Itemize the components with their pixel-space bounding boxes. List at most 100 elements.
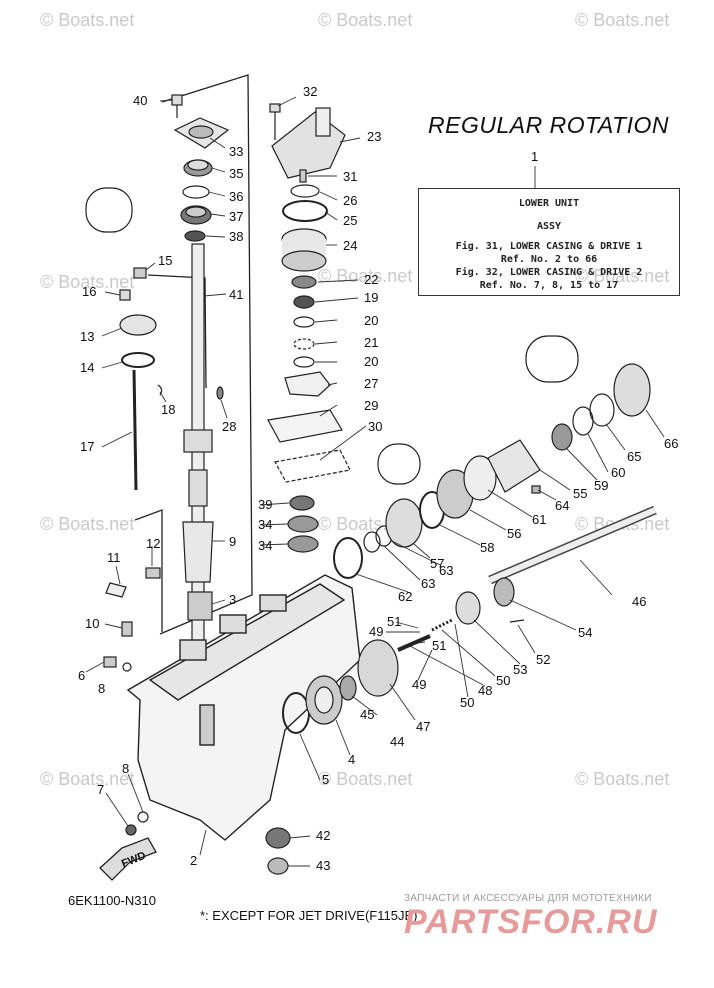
- callout-number[interactable]: 15: [158, 253, 173, 268]
- ref-box-line: Ref. No. 2 to 66: [500, 254, 598, 265]
- watermark: © Boats.net: [575, 769, 670, 789]
- callout-number[interactable]: 63: [439, 563, 454, 578]
- ref-box-line: Ref. No. 7, 8, 15 to 17: [479, 280, 619, 291]
- callout-number[interactable]: 64: [555, 498, 570, 513]
- watermark: © Boats.net: [318, 10, 413, 30]
- callout-number[interactable]: 3: [229, 592, 237, 607]
- callout-number[interactable]: 12: [146, 536, 161, 551]
- callout-number[interactable]: 20: [364, 354, 379, 369]
- callout-number[interactable]: 8: [98, 681, 106, 696]
- callout-number[interactable]: 57: [430, 556, 445, 571]
- callout-number[interactable]: 16: [82, 284, 97, 299]
- callout-number[interactable]: 46: [632, 594, 647, 609]
- callout-number[interactable]: 49: [369, 624, 384, 639]
- diagram-code: 6EK1100-N310: [68, 893, 156, 908]
- callout-number[interactable]: 23: [367, 129, 382, 144]
- callout-number[interactable]: 63: [421, 576, 436, 591]
- callout-number[interactable]: 56: [507, 526, 522, 541]
- callout-number[interactable]: 32: [303, 84, 318, 99]
- callout-number[interactable]: 33: [229, 144, 244, 159]
- callout-number[interactable]: 21: [364, 335, 379, 350]
- lower-casing: [126, 574, 361, 841]
- watermark: © Boats.net: [318, 769, 413, 789]
- callout-number[interactable]: 36: [229, 189, 244, 204]
- callout-number[interactable]: 10: [85, 616, 100, 631]
- callout-leader-lines: [85, 96, 665, 867]
- watermark: © Boats.net: [40, 514, 135, 534]
- callout-number[interactable]: 28: [222, 419, 237, 434]
- callout-number[interactable]: 51: [432, 638, 447, 653]
- callout-number[interactable]: 49: [412, 677, 427, 692]
- shop-logo[interactable]: PARTSFOR.RU: [404, 903, 658, 941]
- callout-number[interactable]: 19: [364, 290, 379, 305]
- callout-number[interactable]: 25: [343, 213, 358, 228]
- callout-number[interactable]: 55: [573, 486, 588, 501]
- callout-number[interactable]: 6: [78, 668, 86, 683]
- reference-box: LOWER UNIT ASSY Fig. 31, LOWER CASING & …: [418, 188, 680, 296]
- callout-number[interactable]: 7: [97, 782, 105, 797]
- callout-number[interactable]: 42: [316, 828, 331, 843]
- callout-number[interactable]: 53: [513, 662, 528, 677]
- callout-number[interactable]: 37: [229, 209, 244, 224]
- callout-number[interactable]: 50: [496, 673, 511, 688]
- callout-number[interactable]: 8: [122, 761, 130, 776]
- callout-number[interactable]: 29: [364, 398, 379, 413]
- callout-number[interactable]: 38: [229, 229, 244, 244]
- forward-arrow-stamp: [99, 837, 157, 881]
- callout-number[interactable]: 4: [348, 752, 356, 767]
- callout-number[interactable]: 59: [594, 478, 609, 493]
- footnote: *: EXCEPT FOR JET DRIVE(F115JB): [200, 908, 418, 923]
- gear-train-parts: [125, 363, 657, 875]
- callout-number[interactable]: 47: [416, 719, 431, 734]
- callout-number[interactable]: 54: [578, 625, 593, 640]
- callout-number[interactable]: 48: [478, 683, 493, 698]
- callout-number[interactable]: 52: [536, 652, 551, 667]
- callout-number[interactable]: 58: [480, 540, 495, 555]
- callout-number[interactable]: 30: [368, 419, 383, 434]
- callout-number[interactable]: 20: [364, 313, 379, 328]
- callout-number[interactable]: 31: [343, 169, 358, 184]
- callout-number[interactable]: 26: [343, 193, 358, 208]
- watermark: © Boats.net: [40, 10, 135, 30]
- callout-number[interactable]: 34: [258, 517, 273, 532]
- callout-number[interactable]: 22: [364, 272, 379, 287]
- watermark: © Boats.net: [575, 10, 670, 30]
- callout-number[interactable]: 50: [460, 695, 475, 710]
- callout-number[interactable]: 35: [229, 166, 244, 181]
- ref-box-line: Fig. 31, LOWER CASING & DRIVE 1: [455, 241, 643, 252]
- callout-number[interactable]: 65: [627, 449, 642, 464]
- callout-number[interactable]: 43: [316, 858, 331, 873]
- callout-number[interactable]: 45: [360, 707, 375, 722]
- callout-number[interactable]: 27: [364, 376, 379, 391]
- watermark: © Boats.net: [575, 266, 670, 286]
- callout-number[interactable]: 61: [532, 512, 547, 527]
- callout-number[interactable]: 39: [258, 497, 273, 512]
- callout-number[interactable]: 18: [161, 402, 176, 417]
- callout-number[interactable]: 51: [387, 614, 402, 629]
- ref-box-callout: 1: [531, 149, 539, 164]
- left-side-parts: [103, 267, 224, 672]
- callout-number[interactable]: 24: [343, 238, 358, 253]
- callout-number[interactable]: 44: [390, 734, 405, 749]
- callout-number[interactable]: 62: [398, 589, 413, 604]
- callout-number[interactable]: 14: [80, 360, 95, 375]
- watermark: © Boats.net: [40, 272, 135, 292]
- page-title: REGULAR ROTATION: [428, 112, 669, 138]
- callout-number[interactable]: 41: [229, 287, 244, 302]
- ref-box-line: Fig. 32, LOWER CASING & DRIVE 2: [455, 267, 643, 278]
- shop-tagline: ЗАПЧАСТИ И АКСЕССУАРЫ ДЛЯ МОТОТЕХНИКИ: [404, 893, 652, 904]
- detail-inset-markers: [85, 187, 579, 485]
- callout-number[interactable]: 2: [190, 853, 198, 868]
- callout-number[interactable]: 11: [107, 550, 121, 565]
- callout-number[interactable]: 17: [80, 439, 95, 454]
- callout-number[interactable]: 5: [322, 772, 330, 787]
- ref-box-name: LOWER UNIT: [518, 198, 580, 209]
- ref-box-sub: ASSY: [536, 221, 562, 232]
- callout-number[interactable]: 13: [80, 329, 95, 344]
- callout-number[interactable]: 9: [229, 534, 237, 549]
- callout-number[interactable]: 66: [664, 436, 679, 451]
- callout-number[interactable]: 60: [611, 465, 626, 480]
- callout-number[interactable]: 40: [133, 93, 148, 108]
- callout-number[interactable]: 34: [258, 538, 273, 553]
